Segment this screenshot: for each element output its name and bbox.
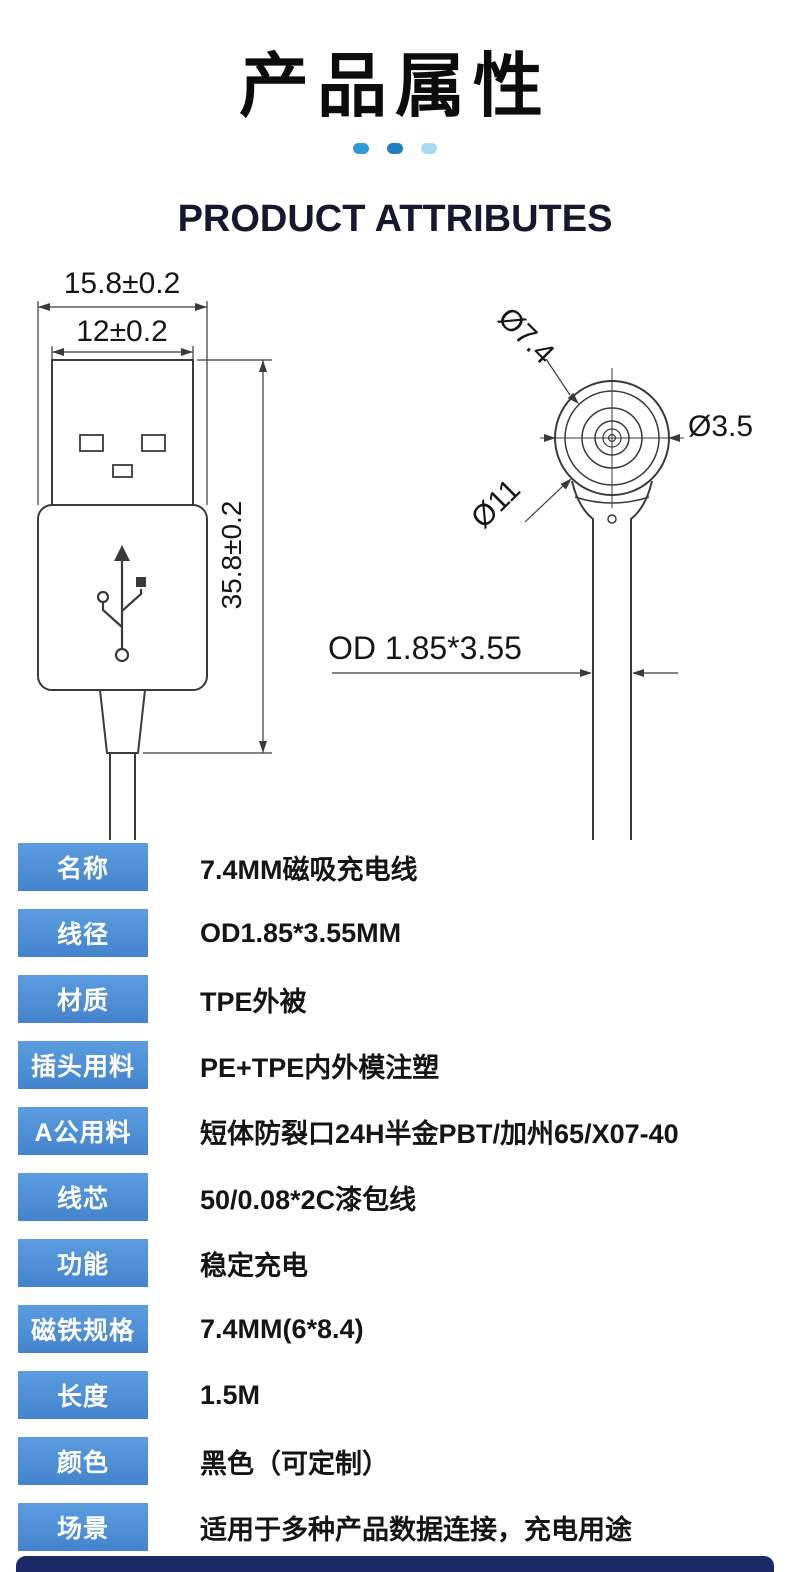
attribute-value: 1.5M [200,1379,261,1410]
attributes-table: 名称 7.4MM磁吸充电线线径 OD1.85*3.55MM 材质 TPE外被插头用料 PE… [18,843,772,1569]
magnet-head-profile [571,480,653,840]
attribute-value: 稳定充电 [200,1250,308,1281]
usb-neck [99,689,146,754]
attribute-value: 50/0.08*2C漆包线 [200,1184,417,1215]
dim-outer-width: 15.8±0.2 [64,267,181,300]
dim-outer-diameter: Ø11 [465,473,527,535]
table-row: A公用料 短体防裂口24H半金PBT/加州65/X07-40 [18,1107,772,1155]
attribute-value: 短体防裂口24H半金PBT/加州65/X07-40 [200,1118,679,1149]
table-row: 材质 TPE外被 [18,975,772,1023]
table-row: 线径 OD1.85*3.55MM [18,909,772,957]
usb-trident-icon [96,545,146,663]
attribute-value: OD1.85*3.55MM [200,917,402,948]
footer-bar [16,1556,774,1572]
dim-length: 35.8±0.2 [216,501,247,610]
table-row: 长度 1.5M [18,1371,772,1419]
attribute-label: 名称 [18,843,148,891]
attribute-label: 线径 [18,909,148,957]
attribute-value: PE+TPE内外模注塑 [200,1052,440,1083]
dot-icon [353,143,369,154]
dim-pin-diameter: Ø3.5 [688,410,753,443]
table-row: 线芯 50/0.08*2C漆包线 [18,1173,772,1221]
technical-drawing: 15.8±0.2 12±0.2 35.8±0.2 [37,267,753,840]
attribute-value: 黑色（可定制） [200,1448,389,1479]
table-row: 场景 适用于多种产品数据连接，充电用途 [18,1503,772,1551]
dim-lines-inner-width [51,346,194,360]
attribute-label: 线芯 [18,1173,148,1221]
magnet-head-face [540,368,684,508]
dim-lines-length [143,359,272,754]
page-subtitle: PRODUCT ATTRIBUTES [177,198,613,240]
attribute-value: TPE外被 [200,986,307,1017]
usb-contacts [79,434,166,478]
usb-shell [51,359,194,506]
table-row: 名称 7.4MM磁吸充电线 [18,843,772,891]
magnet-cable [592,533,632,840]
attribute-label: 长度 [18,1371,148,1419]
dim-inner-width: 12±0.2 [76,315,168,348]
attribute-value: 适用于多种产品数据连接，充电用途 [200,1514,632,1545]
usb-cable [109,753,136,840]
attribute-label: A公用料 [18,1107,148,1155]
attribute-label: 插头用料 [18,1041,148,1089]
attribute-value: 7.4MM磁吸充电线 [200,854,418,885]
dim-cable-od: OD 1.85*3.55 [328,630,522,666]
attribute-label: 颜色 [18,1437,148,1485]
attribute-label: 材质 [18,975,148,1023]
dot-icon [421,143,437,154]
table-row: 插头用料 PE+TPE内外模注塑 [18,1041,772,1089]
dim-lines-outer-width [37,301,208,505]
attribute-label: 场景 [18,1503,148,1551]
table-row: 功能 稳定充电 [18,1239,772,1287]
page-title: 产品属性 [239,47,551,125]
attribute-value: 7.4MM(6*8.4) [200,1313,364,1344]
dot-icon [387,143,403,154]
usb-body [37,504,208,691]
table-row: 颜色 黑色（可定制） [18,1437,772,1485]
table-row: 磁铁规格 7.4MM(6*8.4) [18,1305,772,1353]
dim-face-diameter: Ø7.4 [491,301,560,370]
attribute-label: 功能 [18,1239,148,1287]
decorative-dots [0,143,790,154]
attribute-label: 磁铁规格 [18,1305,148,1353]
